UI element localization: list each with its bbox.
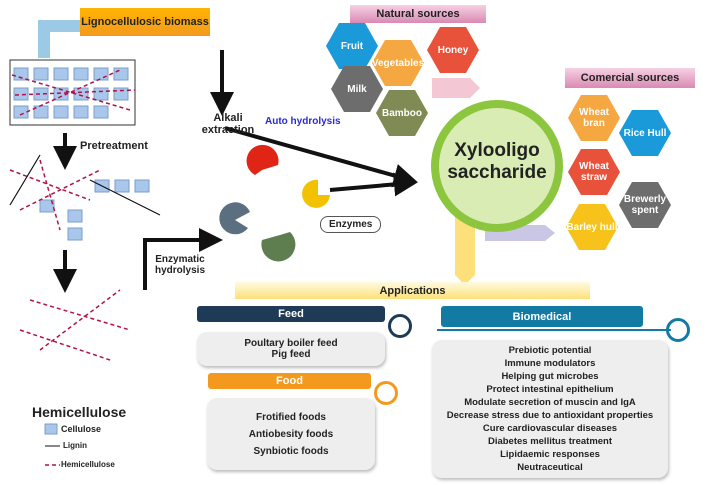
food-item: Synbiotic foods	[253, 445, 329, 457]
biomedical-line	[437, 329, 671, 331]
legend-hemicellulose: Hemicellulose	[61, 460, 115, 469]
biomedical-item: Lipidaemic responses	[500, 449, 600, 460]
legend-lignin: Lignin	[63, 441, 87, 450]
feed-title: Feed	[197, 306, 385, 322]
commercial-sources-title: Comercial sources	[565, 68, 695, 88]
biomedical-item: Prebiotic potential	[508, 345, 592, 356]
biomedical-item: Decrease stress due to antioxidant prope…	[446, 410, 654, 421]
auto-hydrolysis-label: Auto hydrolysis	[265, 116, 341, 127]
feed-ring	[388, 314, 412, 338]
biomedical-item: Diabetes mellitus treatment	[487, 436, 613, 447]
food-ring	[374, 381, 398, 405]
hex-barley-hull: Barley hull	[566, 204, 618, 250]
biomedical-item: Protect intestinal epithelium	[486, 384, 614, 395]
biomass-label: Lignocellulosic biomass	[80, 8, 210, 36]
pretreatment-label: Pretreatment	[80, 140, 148, 152]
hex-rice-hull: Rice Hull	[619, 110, 671, 156]
food-item: Antiobesity foods	[248, 428, 334, 440]
biomedical-item: Helping gut microbes	[501, 371, 599, 382]
feed-item: Pig feed	[271, 349, 311, 360]
hex-brewerly-spent: Brewerly spent	[619, 182, 671, 228]
enzymatic-label: Enzymatic hydrolysis	[154, 254, 206, 276]
natural-sources-title: Natural sources	[350, 5, 486, 23]
alkali-label: Alkali extraction	[201, 112, 255, 136]
hex-wheat-bran: Wheat bran	[568, 95, 620, 141]
applications-title: Applications	[235, 282, 590, 299]
biomedical-item: Neutraceutical	[517, 462, 583, 473]
legend-cellulose: Cellulose	[61, 424, 102, 434]
xos-circle	[431, 100, 563, 232]
biomass-pipe	[38, 20, 80, 58]
food-item: Frotified foods	[256, 411, 326, 423]
biomedical-title: Biomedical	[441, 306, 643, 327]
biomedical-item: Modulate secretion of muscin and IgA	[464, 397, 636, 408]
biomedical-item: Cure cardiovascular diseases	[482, 423, 618, 434]
feed-item: Poultary boiler feed	[244, 338, 338, 349]
biomedical-item: Immune modulators	[504, 358, 596, 369]
hex-wheat-straw: Wheat straw	[568, 149, 620, 195]
enzymes-label: Enzymes	[320, 216, 382, 233]
food-title: Food	[208, 373, 371, 389]
hemicellulose-label: Hemicellulose	[32, 404, 127, 420]
xos-title: Xylooligo saccharide	[447, 140, 547, 183]
